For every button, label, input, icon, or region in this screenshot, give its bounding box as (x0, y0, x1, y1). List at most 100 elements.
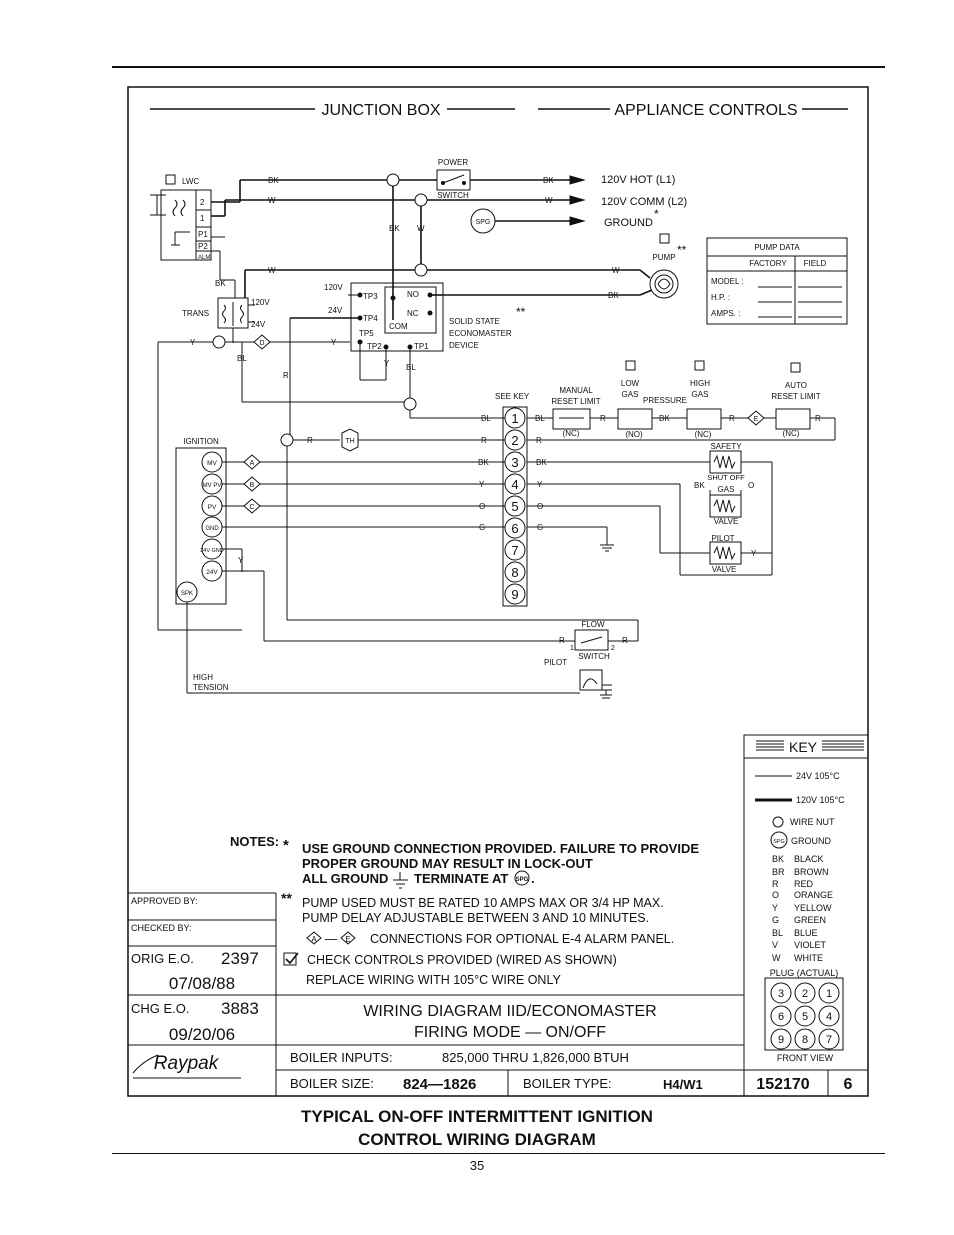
key-color-name: WHITE (794, 953, 823, 963)
pilot-valve-label: PILOT (711, 534, 734, 543)
notes-line-8: REPLACE WIRING WITH 105°C WIRE ONLY (306, 973, 561, 987)
plug-pin-5: 5 (511, 499, 518, 514)
notes-dash: — (325, 932, 338, 946)
wire-label-y-econ: Y (331, 338, 337, 347)
wire-label-o-valve: O (748, 481, 754, 490)
key-color-name: RED (794, 879, 814, 889)
key-wire-nut: WIRE NUT (790, 817, 835, 827)
plug-pin-9: 9 (511, 587, 518, 602)
checked-by: CHECKED BY: (131, 923, 192, 933)
econ-tp4: TP4 (363, 314, 378, 323)
low-gas-sublabel: GAS (622, 390, 639, 399)
key-color-code: Y (772, 903, 778, 913)
econ-tp2: TP2 (367, 342, 382, 351)
wire-label-g-out: G (537, 523, 543, 532)
lwc-terminal-2: 2 (200, 198, 205, 207)
wire-label-r-flow-in: R (559, 636, 565, 645)
ignition-pv: PV (208, 504, 217, 511)
orig-eo-label: ORIG E.O. (131, 951, 194, 966)
drawing-title-line-1: WIRING DIAGRAM IID/ECONOMASTER (363, 1003, 656, 1020)
manual-limit-sublabel: RESET LIMIT (551, 397, 600, 406)
pressure-label: PRESSURE (643, 396, 687, 405)
key-color-code: O (772, 890, 779, 900)
key-spg-symbol: SPG (773, 839, 785, 845)
alarm-e-label: E (754, 416, 759, 423)
drawing-number: 152170 (756, 1076, 809, 1093)
supply-ground-label: GROUND (604, 217, 653, 229)
econ-desc-3: DEVICE (449, 341, 479, 350)
wire-label-w-top: W (268, 196, 276, 205)
notes-line-4: PUMP USED MUST BE RATED 10 AMPS MAX OR 3… (302, 896, 664, 910)
plug-pin-6: 6 (511, 521, 518, 536)
thermostat-label: TH (345, 438, 354, 445)
wire-label-r-out: R (536, 436, 542, 445)
wire-label-o-out: O (537, 502, 543, 511)
chg-eo-date: 09/20/06 (169, 1025, 235, 1044)
auto-limit-label: AUTO (785, 381, 807, 390)
key-plug-pin: 4 (826, 1011, 832, 1023)
key-color-name: BLACK (794, 854, 824, 864)
high-tension-sublabel: TENSION (193, 683, 229, 692)
pump-data-title: PUMP DATA (754, 243, 800, 252)
plug-pin-8: 8 (511, 565, 518, 580)
alarm-c-label: C (249, 504, 254, 511)
notes-title: NOTES: (230, 834, 279, 849)
wire-label-bk-valve: BK (694, 481, 705, 490)
wire-label-y-left: Y (190, 338, 196, 347)
transformer-24v: 24V (251, 320, 266, 329)
econ-com: COM (389, 322, 408, 331)
key-plug-pin: 8 (802, 1034, 808, 1046)
econ-desc-2: ECONOMASTER (449, 329, 512, 338)
wire-label-bl-1: BL (481, 414, 491, 423)
alarm-d-label: D (259, 340, 264, 347)
wire-label-y-out: Y (537, 480, 543, 489)
ignition-mvpv: MV PV (203, 483, 222, 489)
low-gas-label: LOW (621, 379, 640, 388)
drawing-title-line-2: FIRING MODE — ON/OFF (414, 1024, 606, 1041)
key-color-code: BR (772, 867, 785, 877)
econ-note-mark: ** (516, 305, 526, 319)
ignition-box (175, 447, 227, 605)
manual-limit-label: MANUAL (559, 386, 593, 395)
boiler-inputs-value: 825,000 THRU 1,826,000 BTUH (442, 1050, 629, 1065)
wire-label-y-ign: Y (238, 556, 244, 565)
pump-data-table (706, 237, 848, 325)
key-box (743, 734, 869, 1097)
notes-line-2: PROPER GROUND MAY RESULT IN LOCK-OUT (302, 856, 593, 871)
key-color-name: ORANGE (794, 890, 833, 900)
wire-label-bl-tp1: BL (406, 363, 416, 372)
chg-eo-label: CHG E.O. (131, 1001, 190, 1016)
wire-label-bk-out: BK (536, 458, 547, 467)
key-color-code: BK (772, 854, 784, 864)
revision-number: 6 (844, 1076, 853, 1093)
flow-switch-sublabel: SWITCH (578, 652, 610, 661)
notes-line-3c: . (531, 871, 535, 886)
notes-alarm-e: E (345, 935, 350, 944)
wire-label-bk-top: BK (268, 176, 279, 185)
ignition-24v: 24V (206, 569, 218, 576)
wire-label-r-limit1: R (600, 414, 606, 423)
wire-label-y-valve: Y (751, 549, 757, 558)
flow-switch-pin-2: 2 (611, 645, 615, 652)
notes-line-5: PUMP DELAY ADJUSTABLE BETWEEN 3 AND 10 M… (302, 911, 649, 925)
low-gas-no: (NO) (625, 430, 643, 439)
pump-data-hp: H.P. : (711, 293, 730, 302)
plug-pin-4: 4 (511, 477, 518, 492)
boiler-type-label: BOILER TYPE: (523, 1076, 612, 1091)
wire-label-w-mid: W (268, 266, 276, 275)
wire-label-bk-3: BK (478, 458, 489, 467)
figure-caption-line-1: TYPICAL ON-OFF INTERMITTENT IGNITION (301, 1107, 653, 1126)
key-color-name: GREEN (794, 915, 826, 925)
power-switch-label: POWER (438, 158, 468, 167)
key-24v: 24V 105°C (796, 771, 840, 781)
wire-label-r-limit2: R (729, 414, 735, 423)
wire-label-bk-drop: BK (389, 224, 400, 233)
key-color-code: V (772, 940, 778, 950)
high-gas-nc: (NC) (695, 430, 712, 439)
spg-symbol: SPG (476, 219, 491, 226)
safety-valve-label: VALVE (714, 517, 739, 526)
ignition-mv: MV (207, 460, 217, 467)
economaster-box (350, 282, 444, 352)
flow-switch-pin-1: 1 (570, 645, 574, 652)
